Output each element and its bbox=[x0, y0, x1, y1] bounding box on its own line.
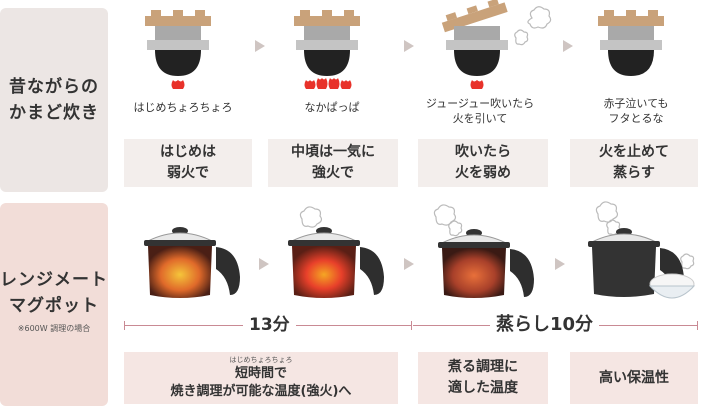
step2-caption: なかぱっぱ bbox=[304, 101, 360, 114]
product-note: ※600W 調理の場合 bbox=[17, 324, 91, 333]
step3-box: 吹いたら 火を弱め bbox=[418, 139, 548, 187]
step2-box: 中頃は一気に 強火で bbox=[268, 139, 398, 187]
product-title-line1: レンジメート bbox=[0, 270, 108, 290]
step3-caption-line2: 火を引いて bbox=[452, 112, 508, 125]
timeline-steam-label: 蒸らし10分 bbox=[490, 313, 600, 337]
traditional-title-line2: かまど炊き bbox=[9, 103, 99, 123]
timeline-tick bbox=[411, 321, 412, 330]
step4-box: 火を止めて 蒸らす bbox=[570, 139, 698, 187]
step2-box-line2: 強火で bbox=[312, 165, 354, 181]
step4-box-line1: 火を止めて bbox=[599, 144, 669, 160]
mug-pot-heating-icon-1 bbox=[144, 227, 240, 298]
mug-pot-simmer-icon bbox=[433, 204, 534, 298]
step4-box-line2: 蒸らす bbox=[613, 165, 655, 181]
product-label-panel: レンジメート マグポット ※600W 調理の場合 bbox=[0, 203, 108, 406]
kamado-pot-icon-1 bbox=[145, 10, 211, 89]
step1-box-line2: 弱火で bbox=[167, 165, 209, 181]
step3-box-line2: 火を弱め bbox=[455, 165, 511, 181]
arrow-right-icon bbox=[563, 40, 573, 52]
product-box-3-line1: 高い保温性 bbox=[599, 369, 669, 386]
mug-pot-rice-bowl-icon bbox=[588, 201, 696, 299]
product-box-3: 高い保温性 bbox=[570, 352, 698, 404]
step2-box-line1: 中頃は一気に bbox=[291, 144, 375, 160]
kamado-pot-icon-2 bbox=[294, 10, 360, 89]
kamado-pot-icon-4 bbox=[598, 10, 664, 76]
timeline-tick bbox=[697, 321, 698, 330]
product-box-1-line2: 焼き調理が可能な温度(強火)へ bbox=[170, 383, 352, 399]
product-box-2: 煮る調理に 適した温度 bbox=[418, 352, 548, 404]
traditional-title-line1: 昔ながらの bbox=[9, 77, 99, 97]
product-box-2-line2: 適した温度 bbox=[448, 380, 518, 396]
arrow-right-icon bbox=[404, 40, 414, 52]
arrow-right-icon bbox=[404, 258, 414, 270]
step1-box-line1: はじめは bbox=[160, 144, 216, 160]
mug-pot-heating-icon-2 bbox=[288, 206, 384, 298]
product-box-1: はじめちょろちょろ 短時間で 焼き調理が可能な温度(強火)へ bbox=[124, 352, 398, 404]
step3-caption: ジュージュー吹いたら 火を引いて bbox=[405, 96, 555, 126]
step1-caption: はじめちょろちょろ bbox=[133, 101, 233, 114]
step1-box: はじめは 弱火で bbox=[124, 139, 252, 187]
product-box-2-line1: 煮る調理に bbox=[448, 359, 518, 375]
arrow-right-icon bbox=[255, 40, 265, 52]
step4-caption: 赤子泣いても フタとるな bbox=[566, 96, 705, 126]
step4-caption-line1: 赤子泣いても bbox=[603, 97, 669, 110]
product-title-line2: マグポット bbox=[9, 296, 99, 316]
step3-box-line1: 吹いたら bbox=[455, 144, 511, 160]
arrow-right-icon bbox=[555, 258, 565, 270]
arrow-right-icon bbox=[259, 258, 269, 270]
step3-caption-line1: ジュージュー吹いたら bbox=[425, 97, 535, 110]
product-box-1-ruby: はじめちょろちょろ bbox=[229, 355, 293, 364]
product-box-1-line1: 短時間で bbox=[234, 365, 287, 381]
kamado-pot-boiling-icon bbox=[441, 0, 552, 89]
traditional-label-panel: 昔ながらの かまど炊き bbox=[0, 8, 108, 192]
timeline-cook-label: 13分 bbox=[243, 314, 296, 336]
step4-caption-line2: フタとるな bbox=[608, 112, 664, 125]
